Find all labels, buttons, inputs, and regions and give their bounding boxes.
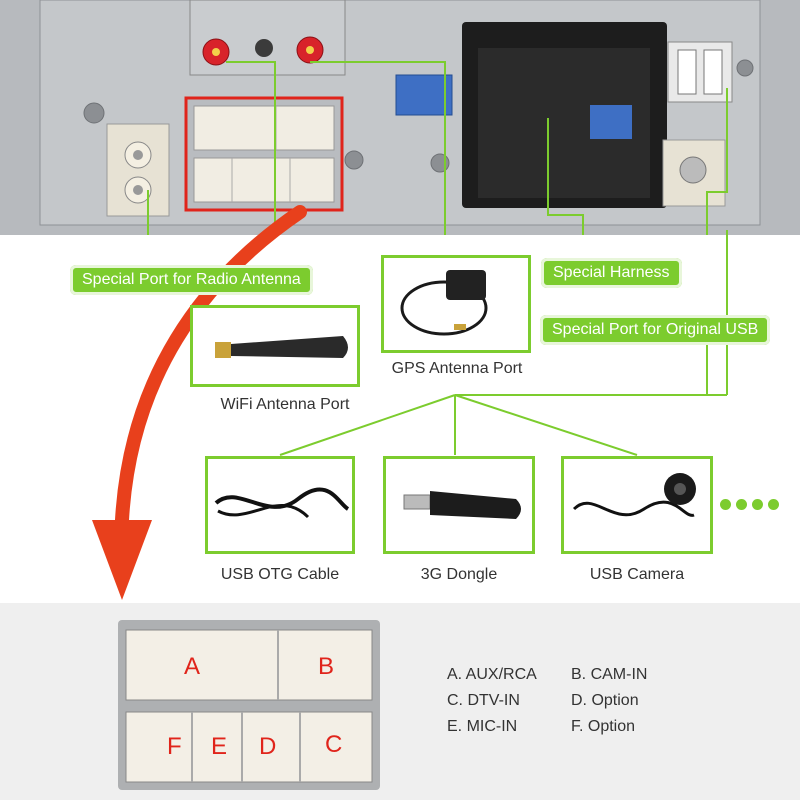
radio-antenna-port-label: Special Port for Radio Antenna [70, 265, 313, 295]
legend-f: F. Option [571, 718, 636, 735]
usb-otg-cable-frame [205, 456, 355, 554]
connector-letter-d: D [259, 733, 277, 760]
connector-letter-a: A [184, 653, 201, 680]
connector-letter-f: F [167, 733, 182, 760]
3g-dongle-caption: 3G Dongle [420, 566, 498, 583]
wifi-antenna-image [215, 336, 348, 358]
connector-letter-b: B [318, 653, 335, 680]
usb-camera-image [572, 473, 696, 517]
special-harness-label: Special Harness [541, 258, 682, 288]
legend-e: E. MIC-IN [447, 718, 518, 735]
more-accessories-dots [720, 497, 784, 515]
connector-letter-c: C [325, 731, 343, 758]
legend-b: B. CAM-IN [571, 666, 648, 683]
gps-antenna-caption: GPS Antenna Port [391, 360, 523, 377]
legend-c: C. DTV-IN [447, 692, 520, 709]
gps-antenna-frame [381, 255, 531, 353]
original-usb-port-label: Special Port for Original USB [540, 315, 771, 345]
connector-letter-e: E [211, 733, 228, 760]
3g-dongle-frame [383, 456, 535, 554]
wifi-antenna-caption: WiFi Antenna Port [220, 396, 350, 413]
usb-otg-cable-caption: USB OTG Cable [220, 566, 340, 583]
back-panel-illustration [0, 0, 800, 312]
usb-camera-frame [561, 456, 713, 554]
wifi-antenna-frame [190, 305, 360, 387]
connector-lines [92, 205, 728, 600]
connector-block-illustration [125, 629, 373, 783]
usb-camera-caption: USB Camera [589, 566, 685, 583]
gps-antenna-image [400, 270, 488, 336]
legend-d: D. Option [571, 692, 639, 709]
head-unit-back-panel [0, 0, 800, 312]
legend-a: A. AUX/RCA [447, 666, 537, 683]
3g-dongle-image [403, 491, 521, 519]
usb-otg-cable-image [214, 487, 350, 519]
connector-block-photo [118, 620, 380, 790]
